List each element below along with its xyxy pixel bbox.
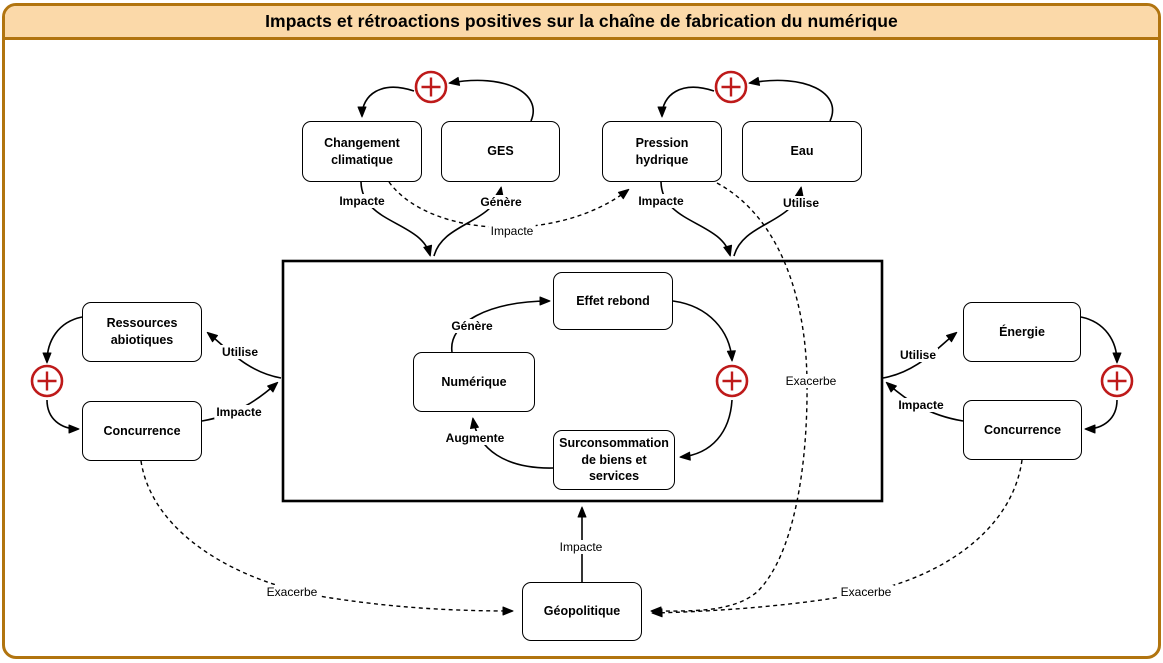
node-changement-climatique: Changement climatique (302, 121, 422, 182)
edge-label-climat-impacte-pression-hydrique: Impacte (488, 224, 536, 238)
arrow-surconsommation-augmente-numerique (470, 417, 554, 469)
arrow-energie-to-plus (1080, 316, 1122, 364)
arrow-chaine-utilise-ressources (206, 331, 282, 379)
edge-label-chaine-genere-ges: Génère (478, 195, 524, 209)
node-label: Pression hydrique (635, 135, 689, 167)
dashed-arrow-concurrence-gauche-exacerbe-geopolitique (140, 460, 514, 616)
positive-feedback-plus-icon (414, 70, 448, 104)
node-label: Énergie (999, 324, 1045, 339)
arrow-ressources-to-plus (42, 316, 83, 364)
edge-label-pression-impacte-chaine: Impacte (636, 194, 686, 208)
node-surconsommation: Surconsommation de biens et services (553, 430, 675, 490)
arrow-pression-impacte-chaine (660, 181, 733, 257)
node-ressources-abiotiques: Ressources abiotiques (82, 302, 202, 362)
edge-label-concurrence-droite-impacte-chaine: Impacte (896, 398, 946, 412)
node-label: Concurrence (983, 422, 1062, 437)
node-energie: Énergie (963, 302, 1081, 362)
arrow-plus-to-concurrence-gauche (46, 399, 80, 434)
arrow-eau-to-plus (748, 76, 834, 122)
node-concurrence-gauche: Concurrence (82, 401, 202, 461)
edge-label-concurrence-droite-exacerbe-geopolitique: Exacerbe (838, 585, 894, 599)
node-label: Eau (790, 144, 814, 159)
edge-label-chaine-utilise-energie: Utilise (897, 348, 939, 362)
node-numerique: Numérique (413, 352, 535, 412)
node-label: Numérique (441, 374, 507, 389)
positive-feedback-plus-icon (30, 364, 64, 398)
edge-label-concurrence-gauche-exacerbe-geopolitique: Exacerbe (264, 585, 320, 599)
edge-label-geopolitique-impacte-chaine: Impacte (557, 540, 605, 554)
node-eau: Eau (742, 121, 862, 182)
title-bar: Impacts et rétroactions positives sur la… (5, 6, 1158, 40)
node-effet-rebond: Effet rebond (553, 272, 673, 330)
node-concurrence-droite: Concurrence (963, 400, 1082, 460)
edge-label-pression-exacerbe-geopolitique: Exacerbe (783, 374, 839, 388)
page-title: Impacts et rétroactions positives sur la… (265, 11, 898, 31)
node-geopolitique: Géopolitique (522, 582, 642, 641)
edge-label-numerique-genere-effet-rebond: Génère (449, 319, 495, 333)
positive-feedback-icons (30, 70, 1134, 398)
arrow-effet-rebond-to-plus (672, 300, 736, 362)
node-label: Géopolitique (543, 604, 621, 619)
node-label: Concurrence (103, 423, 181, 438)
node-label: Effet rebond (576, 293, 650, 308)
node-label: Changement climatique (324, 135, 400, 167)
outer-frame (2, 3, 1161, 659)
arrow-plus-to-pression-hydrique (657, 86, 715, 118)
node-label: GES (487, 144, 514, 159)
edge-label-chaine-utilise-eau: Utilise (780, 196, 822, 210)
arrow-climat-impacte-chaine (360, 181, 433, 257)
positive-feedback-plus-icon (1100, 364, 1134, 398)
arrow-ges-to-plus (448, 76, 534, 122)
edge-label-chaine-utilise-ressources: Utilise (219, 345, 261, 359)
positive-feedback-plus-icon (715, 364, 749, 398)
positive-feedback-plus-icon (714, 70, 748, 104)
arrow-plus-to-changement-climatique (357, 86, 415, 118)
node-label: Surconsommation de biens et services (559, 435, 669, 484)
edge-label-concurrence-gauche-impacte-chaine: Impacte (214, 405, 264, 419)
arrow-plus-to-surconsommation (679, 399, 733, 461)
node-ges: GES (441, 121, 560, 182)
edge-label-climat-impacte-chaine: Impacte (337, 194, 387, 208)
node-label: Ressources abiotiques (106, 316, 178, 347)
node-pression-hydrique: Pression hydrique (602, 121, 722, 182)
arrow-plus-to-concurrence-droite (1084, 399, 1118, 434)
edge-label-surconsommation-augmente-numerique: Augmente (443, 431, 507, 445)
arrow-numerique-genere-effet-rebond (451, 296, 551, 353)
